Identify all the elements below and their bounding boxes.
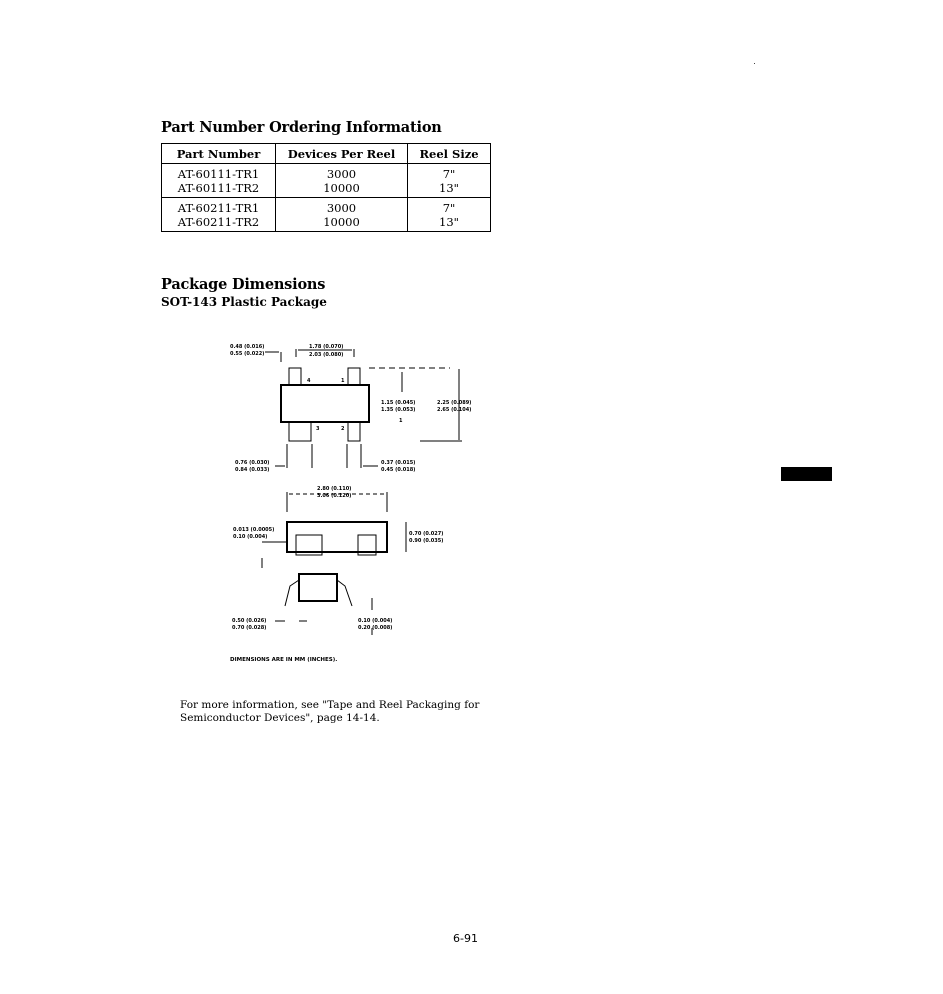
- dim-body-thickness-max: 0.90 (0.035): [409, 538, 443, 544]
- reel-size-cell: 7": [407, 197, 491, 215]
- dim-lead-width-top-min: 0.48 (0.016): [230, 344, 264, 350]
- table-row: AT-60111-TR1 3000 7": [161, 163, 491, 181]
- page-number: 6-91: [453, 932, 478, 945]
- dim-lead-length-min: 0.50 (0.026): [232, 618, 266, 624]
- reel-size-cell: 13": [407, 181, 491, 198]
- lead-top-right: [347, 367, 361, 386]
- dim-body-length-max: 3.06 (0.120): [317, 493, 351, 499]
- dim-lead-width-small-min: 0.37 (0.015): [381, 460, 415, 466]
- devices-cell: 10000: [275, 181, 408, 198]
- table-row: AT-60211-TR2 10000 13": [161, 215, 491, 232]
- pin-label-1: 1: [341, 378, 345, 384]
- table-group-1: AT-60111-TR1 3000 7" AT-60111-TR2 10000 …: [161, 163, 491, 198]
- part-number-cell: AT-60111-TR1: [161, 163, 276, 181]
- lead-bottom-left: [288, 421, 312, 442]
- section-tab-marker: [781, 467, 832, 481]
- dim-lead-length-max: 0.70 (0.028): [232, 625, 266, 631]
- part-number-cell: AT-60211-TR2: [161, 215, 276, 232]
- column-header-reel-size: Reel Size: [407, 143, 491, 164]
- dim-lead-thickness-max: 0.20 (0.008): [358, 625, 392, 631]
- lead-side-left: [295, 534, 323, 556]
- dimensions-note: DIMENSIONS ARE IN MM (INCHES).: [230, 657, 338, 663]
- dim-lead-thickness-min: 0.10 (0.004): [358, 618, 392, 624]
- dim-lead-width-bottom-min: 0.76 (0.030): [235, 460, 269, 466]
- package-body-side-view: [286, 521, 388, 553]
- package-body-top-view: [280, 384, 370, 423]
- dim-standoff-min: 0.013 (0.0005): [233, 527, 274, 533]
- package-subtitle: SOT-143 Plastic Package: [161, 295, 327, 309]
- pin-label-1-side: 1: [399, 418, 403, 424]
- part-number-cell: AT-60111-TR2: [161, 181, 276, 198]
- table-header-row: Part Number Devices Per Reel Reel Size: [161, 143, 491, 164]
- dim-body-height-max: 1.35 (0.053): [381, 407, 415, 413]
- dim-lead-pitch-min: 1.78 (0.070): [309, 344, 343, 350]
- package-title: Package Dimensions: [161, 276, 326, 293]
- part-number-cell: AT-60211-TR1: [161, 197, 276, 215]
- devices-cell: 10000: [275, 215, 408, 232]
- pin-label-2: 2: [341, 426, 345, 432]
- table-group-2: AT-60211-TR1 3000 7" AT-60211-TR2 10000 …: [161, 197, 491, 232]
- more-info-paragraph: For more information, see "Tape and Reel…: [180, 699, 480, 724]
- lead-end-left: [284, 579, 300, 607]
- column-header-part-number: Part Number: [161, 143, 276, 164]
- dim-standoff-max: 0.10 (0.004): [233, 534, 267, 540]
- column-header-devices-per-reel: Devices Per Reel: [275, 143, 408, 164]
- reel-size-cell: 7": [407, 163, 491, 181]
- dim-lead-width-bottom-max: 0.84 (0.033): [235, 467, 269, 473]
- table-row: AT-60211-TR1 3000 7": [161, 197, 491, 215]
- corner-mark: [754, 63, 755, 64]
- lead-top-left: [288, 367, 302, 386]
- pin-label-3: 3: [316, 426, 320, 432]
- reel-size-cell: 13": [407, 215, 491, 232]
- ordering-title: Part Number Ordering Information: [161, 119, 442, 136]
- devices-cell: 3000: [275, 163, 408, 181]
- table-row: AT-60111-TR2 10000 13": [161, 181, 491, 198]
- lead-bottom-right: [347, 421, 361, 442]
- lead-end-right: [336, 579, 353, 607]
- pin-label-4: 4: [307, 378, 311, 384]
- dim-body-height-min: 1.15 (0.045): [381, 400, 415, 406]
- dim-overall-height-min: 2.25 (0.089): [437, 400, 471, 406]
- dim-lead-pitch-max: 2.03 (0.080): [309, 352, 343, 358]
- package-body-end-view: [298, 573, 338, 602]
- dim-body-thickness-min: 0.70 (0.027): [409, 531, 443, 537]
- dim-lead-width-top-max: 0.55 (0.022): [230, 351, 264, 357]
- ordering-table: Part Number Devices Per Reel Reel Size A…: [161, 143, 491, 232]
- dim-overall-height-max: 2.65 (0.104): [437, 407, 471, 413]
- dim-lead-width-small-max: 0.45 (0.018): [381, 467, 415, 473]
- lead-side-right: [357, 534, 377, 556]
- dim-body-length-min: 2.80 (0.110): [317, 486, 351, 492]
